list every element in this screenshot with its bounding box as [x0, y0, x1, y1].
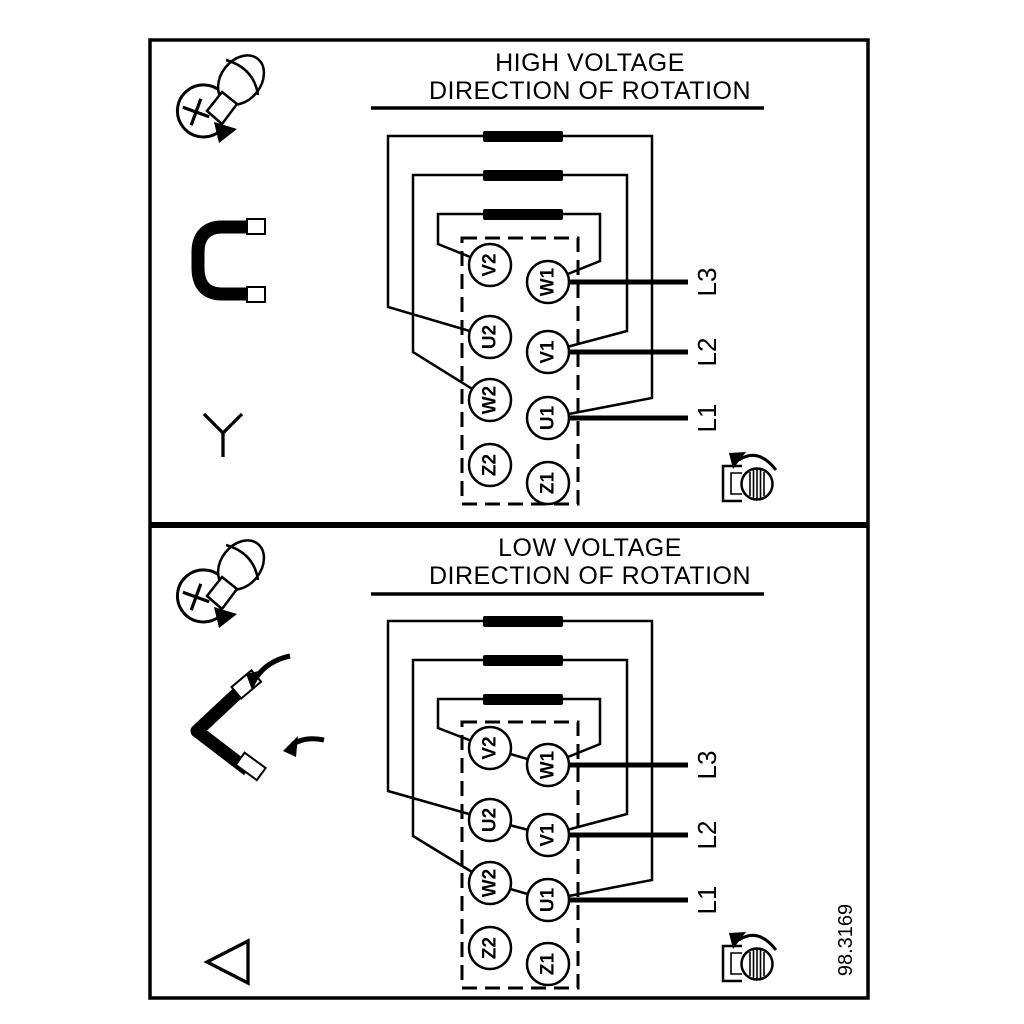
- terminal-u2: U2: [467, 314, 513, 360]
- outer-border: [148, 38, 870, 1000]
- delta-links-icon: [190, 653, 325, 782]
- link-wire-inner: [436, 212, 602, 284]
- terminal-label: V1: [538, 823, 559, 847]
- panel-low-voltage: LOW VOLTAGE DIRECTION OF ROTATION V2 U2: [175, 529, 857, 990]
- terminal-label: U1: [538, 887, 559, 912]
- delta-symbol-icon: [203, 938, 250, 986]
- terminal-label: U2: [480, 325, 501, 349]
- terminal-label: Z1: [538, 471, 559, 494]
- screw-rotation-icon: [175, 44, 275, 145]
- terminal-label: W1: [538, 267, 559, 296]
- link-wire-middle: [411, 658, 629, 885]
- terminal-w1: W1: [525, 742, 571, 788]
- terminal-label: Z2: [480, 937, 501, 959]
- terminal-w1: W1: [525, 259, 571, 305]
- supply-label-l2: L2: [692, 338, 722, 367]
- panel-subtitle: DIRECTION OF ROTATION: [429, 562, 751, 590]
- terminal-u1: U1: [525, 395, 571, 441]
- link-bar: [483, 209, 563, 220]
- terminal-u2: U2: [467, 797, 513, 843]
- supply-label-l1: L1: [692, 886, 722, 915]
- terminal-v2: V2: [467, 725, 513, 771]
- link-wire-middle: [411, 173, 629, 402]
- terminal-v1: V1: [525, 812, 571, 858]
- figure-number: 98.3169: [835, 904, 857, 976]
- terminal-label: V1: [538, 340, 559, 364]
- terminal-label: W1: [538, 750, 559, 779]
- terminal-label: W2: [480, 386, 501, 415]
- terminal-link-icon: [191, 218, 266, 303]
- link-bar: [483, 170, 563, 181]
- terminal-w2: W2: [467, 860, 513, 906]
- terminal-label: Z1: [538, 952, 559, 975]
- terminal-block: [460, 720, 580, 990]
- terminal-z2: Z2: [467, 925, 513, 971]
- link-bar: [483, 694, 563, 705]
- terminal-label: W2: [480, 869, 501, 898]
- terminal-v2: V2: [467, 242, 513, 288]
- panel-title: HIGH VOLTAGE: [495, 49, 685, 77]
- terminal-z2: Z2: [467, 442, 513, 488]
- terminal-label: V2: [480, 253, 501, 276]
- terminal-label: Z2: [480, 454, 501, 476]
- rotation-direction-icon: [721, 450, 778, 503]
- rotation-direction-icon: [721, 930, 778, 983]
- link-bar: [483, 655, 563, 666]
- link-bar: [483, 616, 563, 627]
- link-bar: [483, 131, 563, 142]
- link-wire-inner: [436, 697, 602, 767]
- terminal-label: U1: [538, 405, 559, 430]
- terminal-z1: Z1: [525, 941, 571, 987]
- supply-label-l3: L3: [692, 268, 722, 297]
- terminal-label: V2: [480, 736, 501, 759]
- terminal-w2: W2: [467, 377, 513, 423]
- panel-high-voltage: HIGH VOLTAGE DIRECTION OF ROTATION V2 U2…: [175, 44, 778, 506]
- screw-rotation-icon: [175, 529, 275, 630]
- terminal-label: U2: [480, 808, 501, 832]
- star-symbol-icon: [202, 412, 244, 457]
- supply-label-l3: L3: [692, 751, 722, 780]
- supply-label-l1: L1: [692, 404, 722, 433]
- panel-title: LOW VOLTAGE: [498, 534, 682, 562]
- terminal-block: [460, 236, 580, 506]
- panel-subtitle: DIRECTION OF ROTATION: [429, 77, 751, 105]
- terminal-v1: V1: [525, 329, 571, 375]
- terminal-u1: U1: [525, 877, 571, 923]
- supply-label-l2: L2: [692, 821, 722, 850]
- terminal-z1: Z1: [525, 460, 571, 506]
